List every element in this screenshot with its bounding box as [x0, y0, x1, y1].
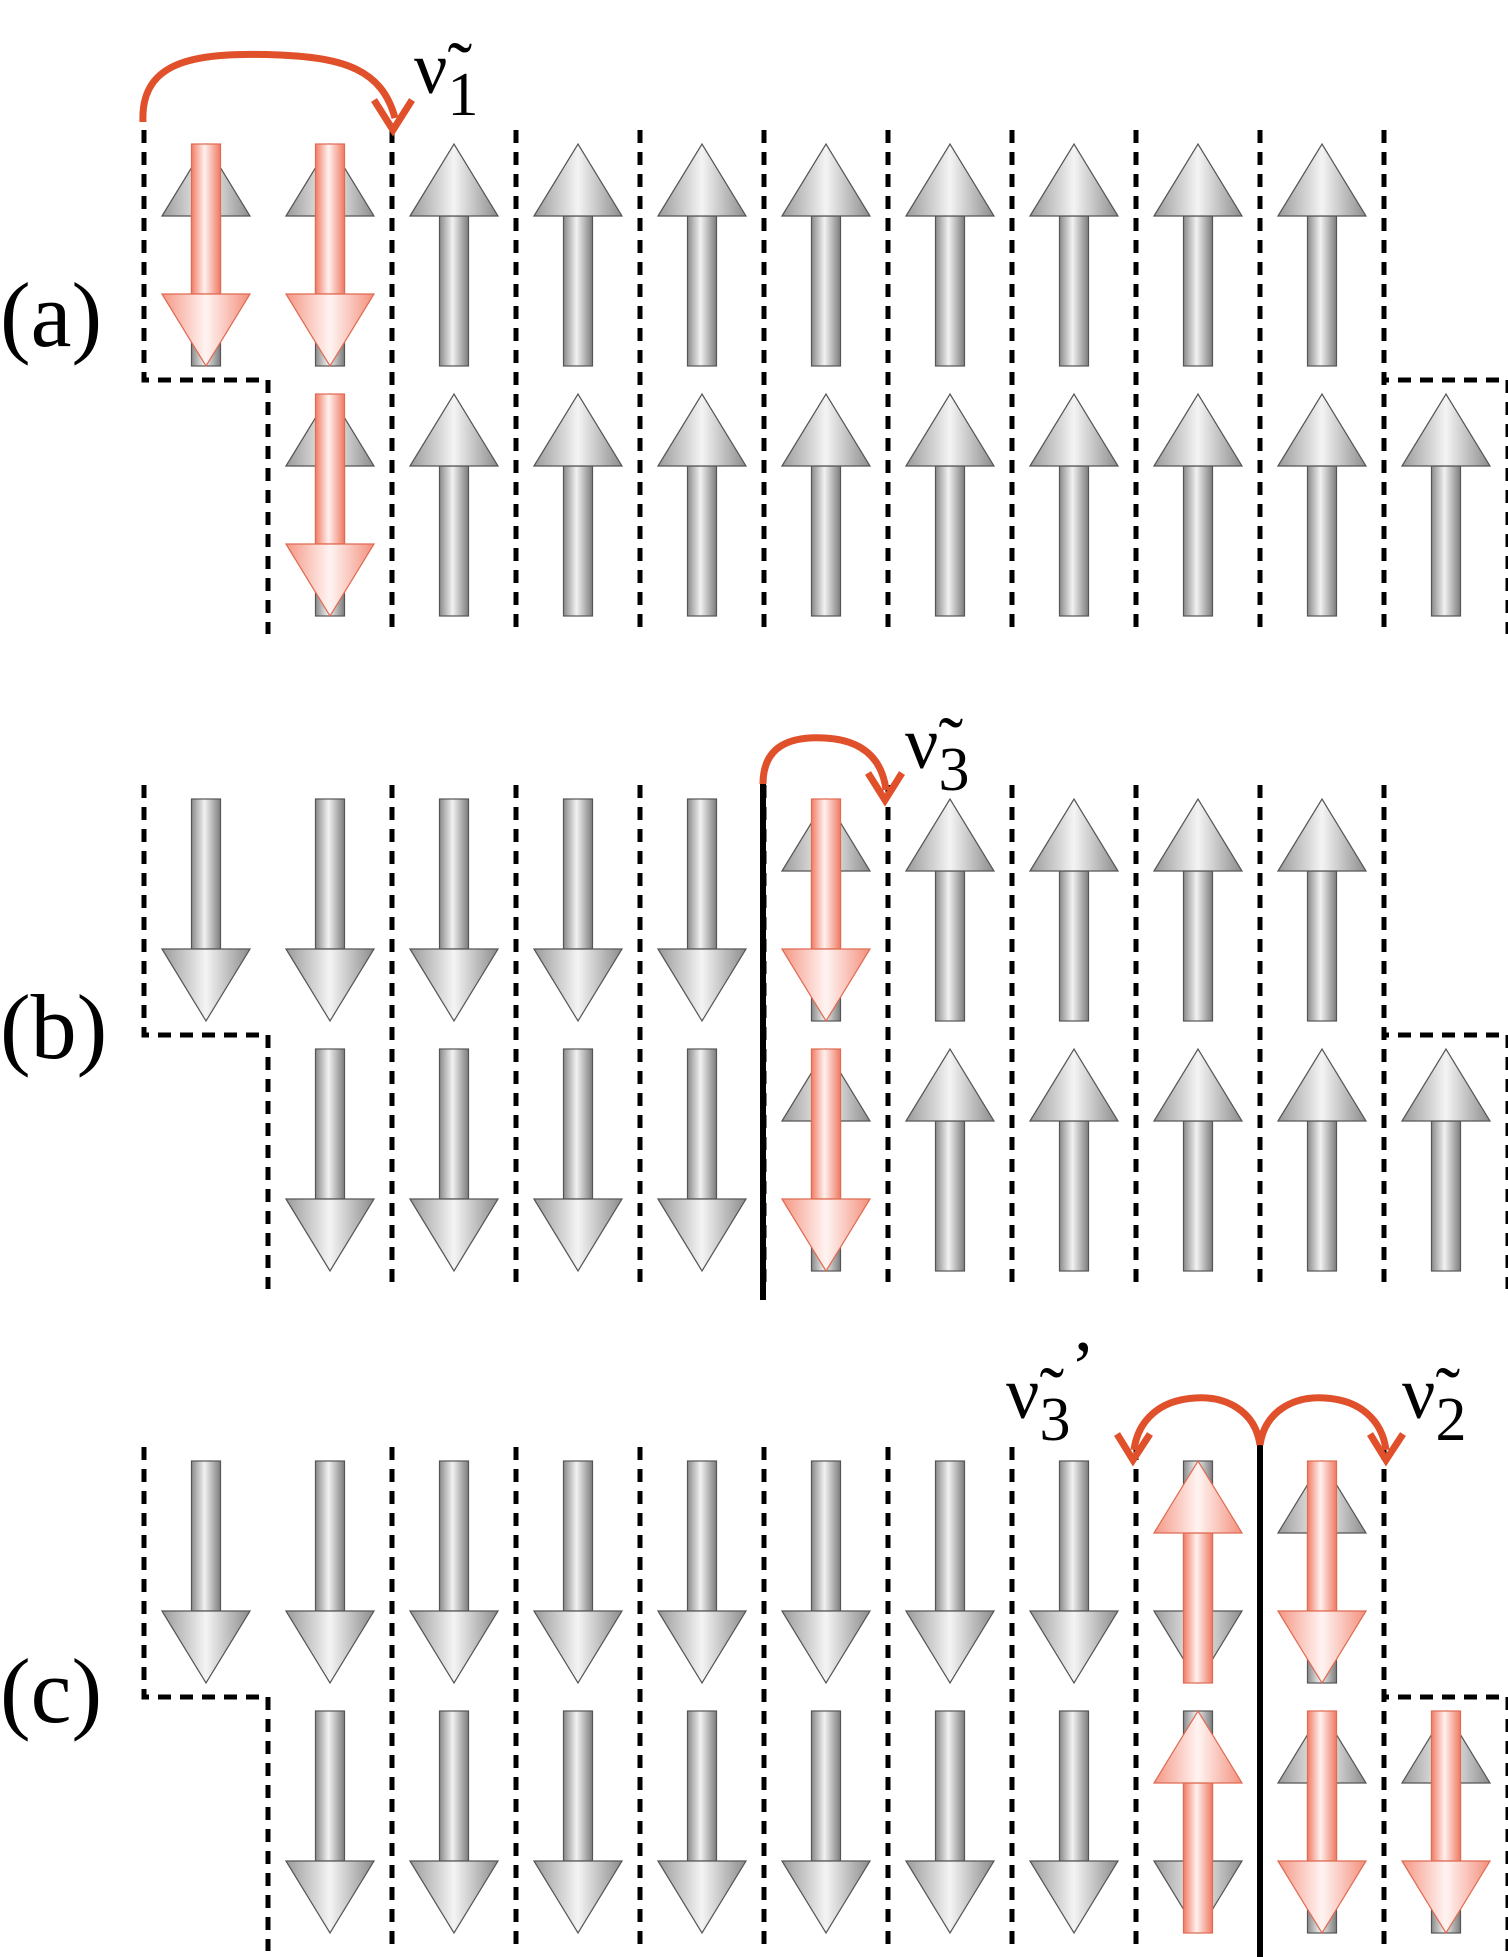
spin-b-r2-c11 [1400, 1047, 1492, 1272]
spin-b-r1-c10 [1276, 797, 1368, 1022]
spin-c-r2-c2 [284, 1710, 376, 1935]
spin-c-r1-c3 [408, 1460, 500, 1685]
spin-c-r1-c1 [160, 1460, 252, 1685]
spin-a-r1-c4 [532, 142, 624, 367]
hop-arrowhead-nu2 [1367, 1432, 1406, 1467]
spin-b-r1-c8 [1028, 797, 1120, 1022]
boundary-left-step-b [141, 785, 271, 1289]
hop-label-nu1: ν̃1 [414, 28, 478, 129]
spin-c-r2-c7 [904, 1710, 996, 1935]
spin-b-r2-c6 [780, 1048, 872, 1273]
spin-b-r2-c3 [408, 1048, 500, 1273]
spin-a-r2-c7 [904, 392, 996, 617]
spin-c-r2-c5 [656, 1710, 748, 1935]
spin-b-r1-c4 [532, 798, 624, 1023]
panel-a-spins [160, 142, 1492, 618]
panel-c-spins [160, 1459, 1492, 1935]
spin-c-r2-c10 [1276, 1710, 1368, 1935]
spin-a-r2-c11 [1400, 392, 1492, 617]
spin-b-r1-c9 [1152, 797, 1244, 1022]
hop-arrow-nu3 [759, 734, 890, 791]
spin-b-r2-c2 [284, 1048, 376, 1273]
spin-c-r2-c9 [1152, 1709, 1244, 1934]
hop-label-nu3-prime: ν̃3’ [1006, 1327, 1095, 1454]
spin-a-r2-c5 [656, 392, 748, 617]
spin-c-r2-c4 [532, 1710, 624, 1935]
spin-a-r1-c7 [904, 142, 996, 367]
spin-c-r2-c11 [1400, 1710, 1492, 1935]
spin-b-r1-c6 [780, 798, 872, 1023]
spin-b-r1-c5 [656, 798, 748, 1023]
spin-a-r2-c10 [1276, 392, 1368, 617]
hop-arrowhead-nu3 [865, 771, 905, 807]
nu2-subscript: 2 [1435, 1386, 1466, 1454]
spin-a-r1-c6 [780, 142, 872, 367]
boundary-left-step-c [141, 1447, 271, 1951]
panel-label-c: (c) [0, 1640, 102, 1742]
spin-a-r1-c2 [284, 143, 376, 368]
spin-b-r1-c3 [408, 798, 500, 1023]
nu3-subscript: 3 [938, 736, 969, 804]
spin-a-r1-c8 [1028, 142, 1120, 367]
spin-b-r2-c8 [1028, 1047, 1120, 1272]
hop-arrow-nu2 [1256, 1394, 1390, 1451]
spin-b-r2-c5 [656, 1048, 748, 1273]
spin-b-r1-c7 [904, 797, 996, 1022]
spin-b-r1-c2 [284, 798, 376, 1023]
boundary-right-step-c [1381, 1447, 1508, 1951]
spin-c-r2-c3 [408, 1710, 500, 1935]
spin-c-r1-c6 [780, 1460, 872, 1685]
panel-a: (a) ν̃1 [0, 28, 1508, 634]
spin-c-r1-c2 [284, 1460, 376, 1685]
spin-c-r1-c9 [1152, 1459, 1244, 1684]
panel-b-spins [160, 797, 1492, 1273]
nu1-subscript: 1 [447, 61, 478, 129]
spin-c-r2-c8 [1028, 1710, 1120, 1935]
spin-c-r2-c6 [780, 1710, 872, 1935]
hop-arrow-nu3-prime [1130, 1394, 1264, 1451]
spin-a-r2-c6 [780, 392, 872, 617]
nu3p-prime: ’ [1070, 1327, 1095, 1409]
spin-b-r2-c9 [1152, 1047, 1244, 1272]
hop-label-nu2: ν̃2 [1402, 1353, 1466, 1454]
spin-c-r1-c10 [1276, 1460, 1368, 1685]
panel-c: (c) ν̃3’ ν̃2 [0, 1327, 1508, 1957]
boundary-right-step-b [1381, 785, 1508, 1289]
spin-b-r2-c7 [904, 1047, 996, 1272]
spin-a-r1-c10 [1276, 142, 1368, 367]
hop-label-nu3: ν̃3 [905, 703, 969, 804]
spin-a-r2-c2 [284, 393, 376, 618]
spin-c-r1-c4 [532, 1460, 624, 1685]
spin-a-r2-c3 [408, 392, 500, 617]
spin-c-r1-c5 [656, 1460, 748, 1685]
panel-label-a: (a) [0, 264, 102, 366]
spin-b-r2-c10 [1276, 1047, 1368, 1272]
panel-b: (b) ν̃3 [0, 703, 1508, 1300]
boundary-right-step-a [1381, 130, 1508, 634]
spin-a-r2-c9 [1152, 392, 1244, 617]
hop-arrowhead-nu3-prime [1114, 1432, 1153, 1467]
spin-b-r2-c4 [532, 1048, 624, 1273]
spin-a-r2-c4 [532, 392, 624, 617]
spin-c-r1-c8 [1028, 1460, 1120, 1685]
panel-label-b: (b) [0, 976, 107, 1078]
panel-a-boundaries [141, 130, 1508, 634]
spin-c-r1-c7 [904, 1460, 996, 1685]
spin-a-r1-c1 [160, 143, 252, 368]
spin-a-r1-c5 [656, 142, 748, 367]
hop-arrowhead-nu1 [371, 98, 415, 137]
spin-b-r1-c1 [160, 798, 252, 1023]
hop-arrow-nu1 [139, 50, 399, 123]
spin-a-r1-c9 [1152, 142, 1244, 367]
boundary-left-step-a [141, 130, 271, 634]
spin-a-r2-c8 [1028, 392, 1120, 617]
nu3p-subscript: 3 [1039, 1386, 1070, 1454]
spin-a-r1-c3 [408, 142, 500, 367]
